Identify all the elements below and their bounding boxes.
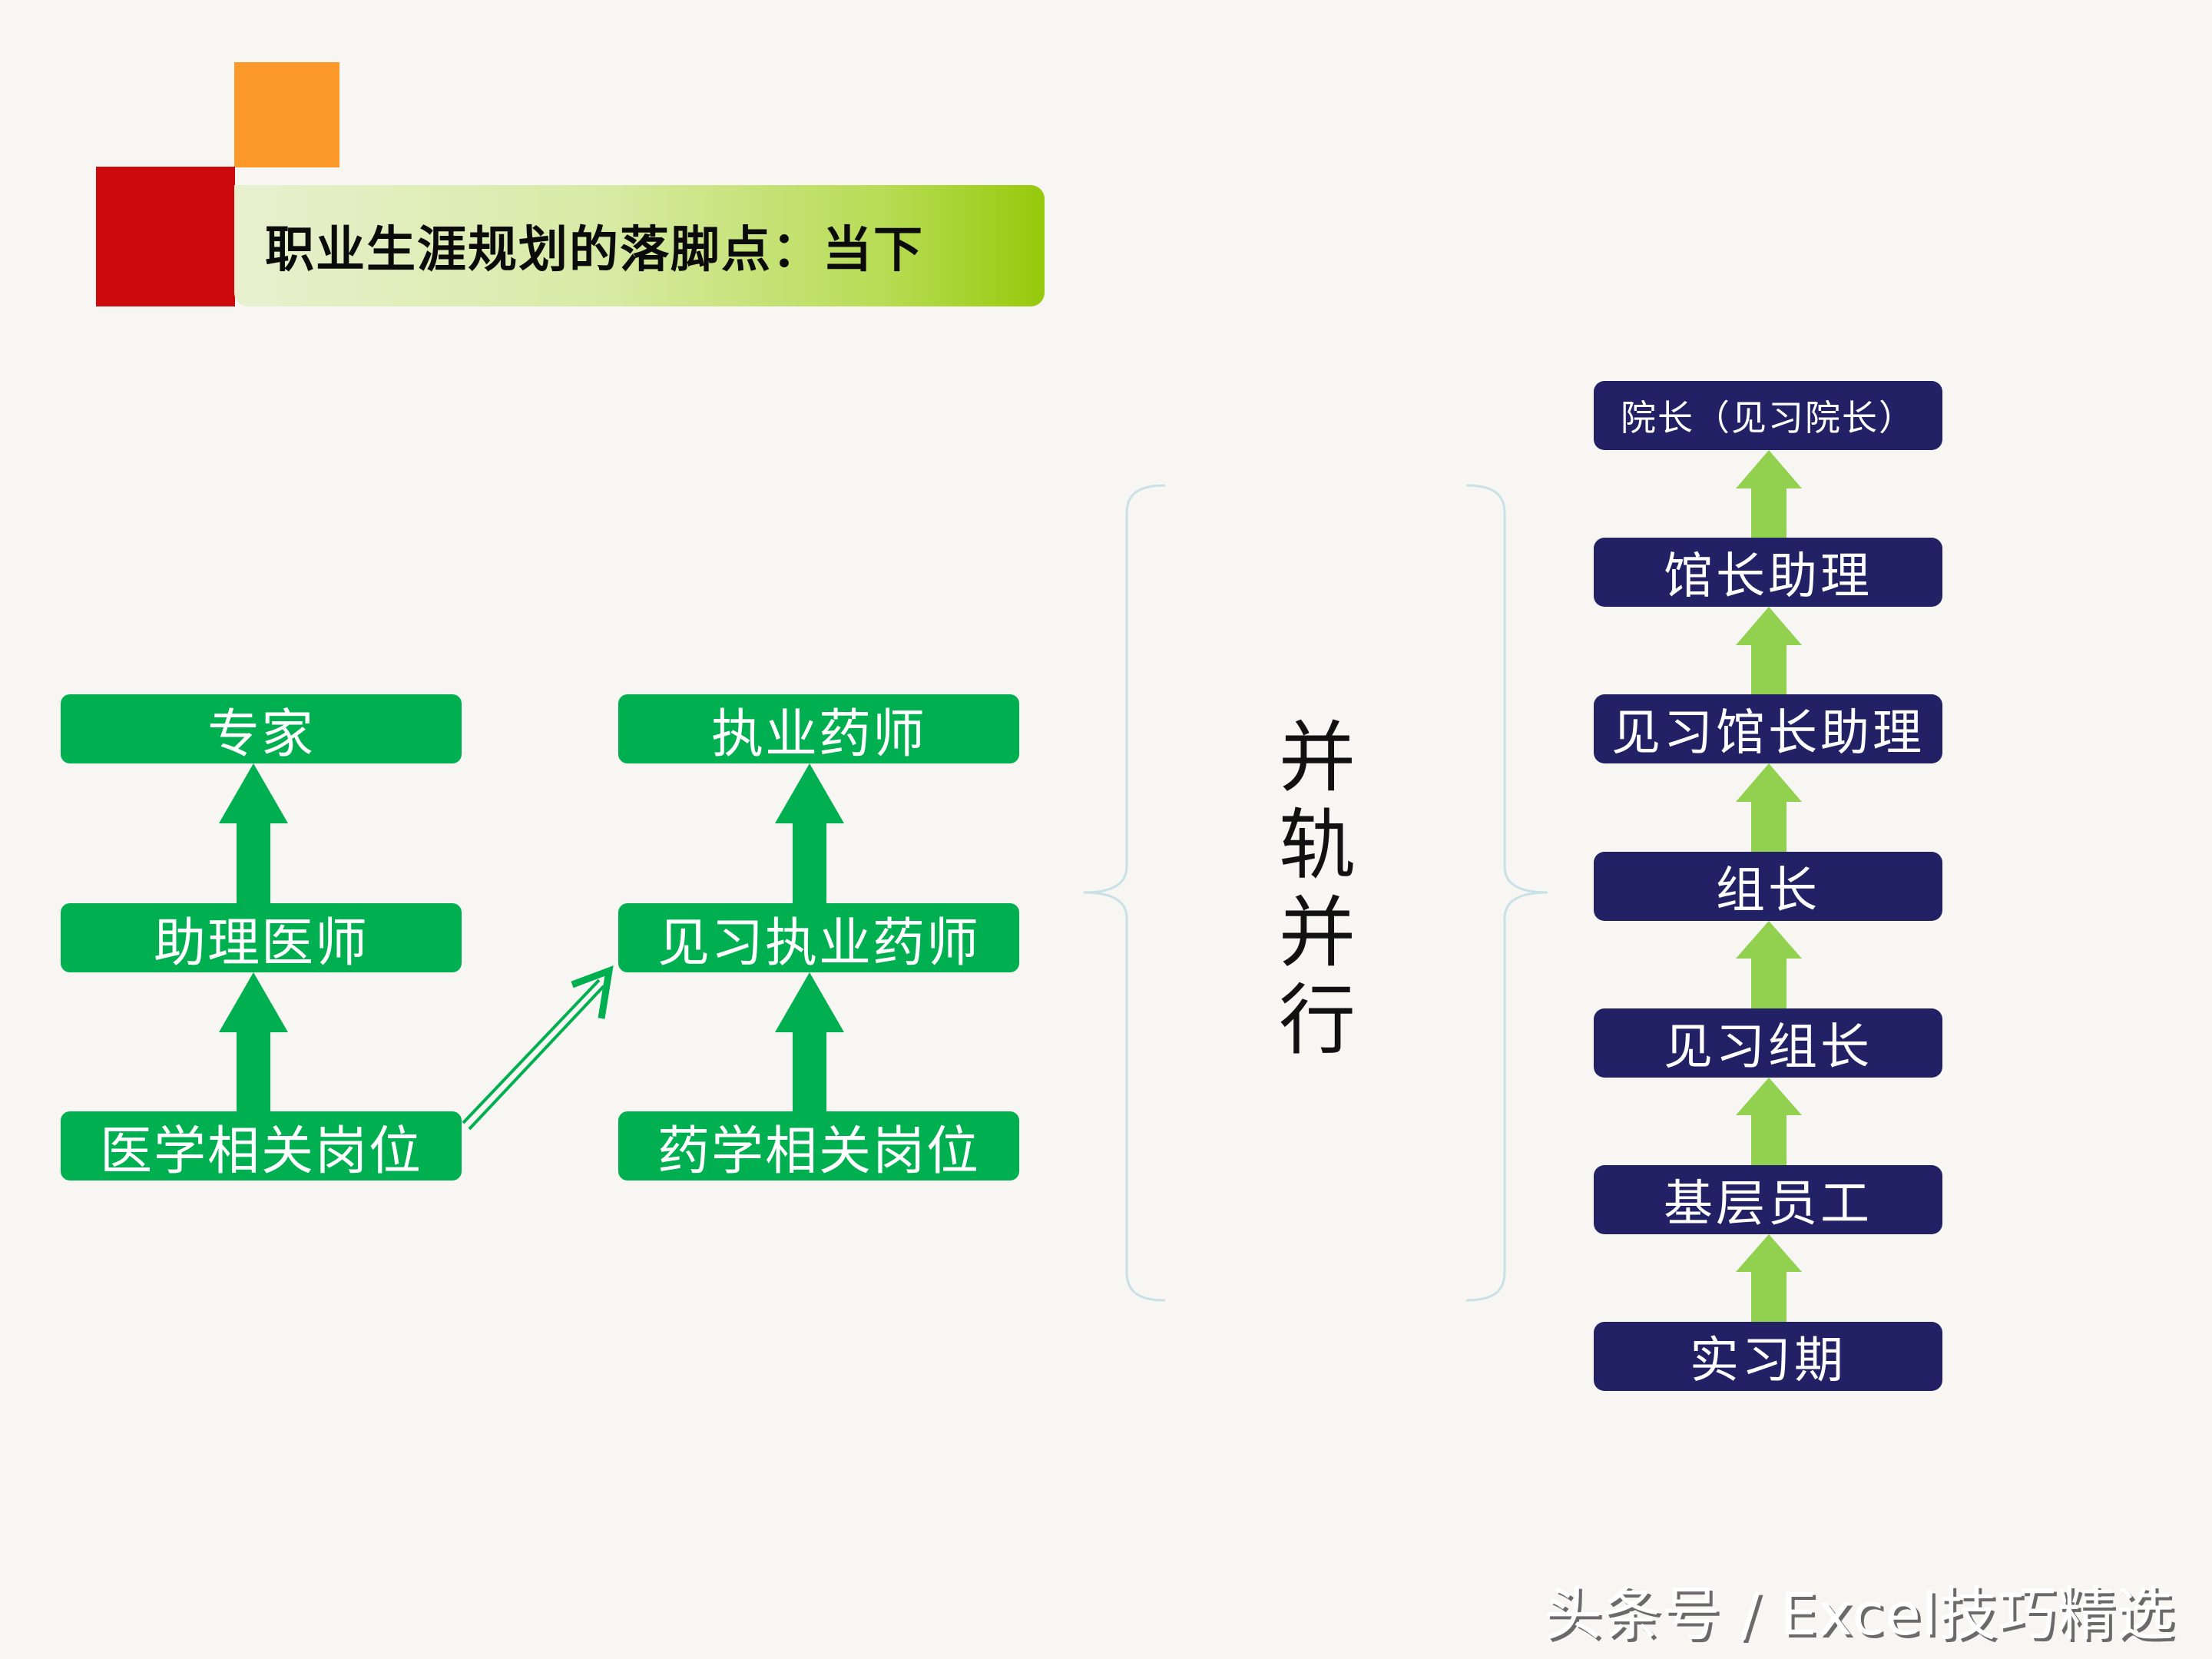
- arrow-up-icon: [775, 972, 844, 1111]
- parallel-track-label: 并轨并行: [1275, 714, 1359, 1065]
- management-arrows: [1736, 450, 1802, 1322]
- right-brace-icon: [1465, 484, 1548, 1302]
- node-expert: 专家: [61, 694, 462, 765]
- diagonal-transfer-arrow-icon: [462, 965, 614, 1131]
- arrow-up-icon: [219, 763, 288, 903]
- arrow-up-icon: [1736, 1078, 1802, 1165]
- red-decor-square: [96, 167, 235, 306]
- node-internship: 实习期: [1594, 1322, 1942, 1391]
- node-assistant-physician: 助理医师: [61, 903, 462, 974]
- pharmacy-arrows: [775, 763, 844, 1111]
- node-licensed-pharmacist: 执业药师: [618, 694, 1019, 765]
- arrow-up-icon: [775, 763, 844, 903]
- arrow-up-icon: [1736, 450, 1802, 538]
- center-label: 并轨并行: [1279, 713, 1356, 1065]
- node-dean: 院长（见习院长）: [1594, 381, 1942, 450]
- medical-arrows: [219, 763, 288, 1111]
- title-banner: 职业生涯规划的落脚点：当下: [234, 185, 1045, 306]
- node-trainee-curator-assistant: 见习馆长助理: [1594, 694, 1942, 763]
- node-pharmacy-positions: 药学相关岗位: [618, 1111, 1019, 1182]
- arrow-up-icon: [1736, 607, 1802, 694]
- left-brace-icon: [1083, 484, 1166, 1302]
- arrow-up-icon: [219, 972, 288, 1111]
- watermark: 头条号 / Excel技巧精选: [1543, 1580, 2175, 1648]
- node-staff: 基层员工: [1594, 1165, 1942, 1234]
- node-team-leader: 组长: [1594, 852, 1942, 921]
- node-trainee-team-leader: 见习组长: [1594, 1008, 1942, 1078]
- node-trainee-pharmacist: 见习执业药师: [618, 903, 1019, 974]
- arrow-up-icon: [1736, 921, 1802, 1008]
- node-medical-positions: 医学相关岗位: [61, 1111, 462, 1182]
- page-title: 职业生涯规划的落脚点：当下: [265, 222, 924, 279]
- arrow-up-icon: [1736, 1234, 1802, 1322]
- orange-decor-square: [234, 62, 339, 167]
- arrow-up-icon: [1736, 763, 1802, 852]
- node-curator-assistant: 馆长助理: [1594, 538, 1942, 607]
